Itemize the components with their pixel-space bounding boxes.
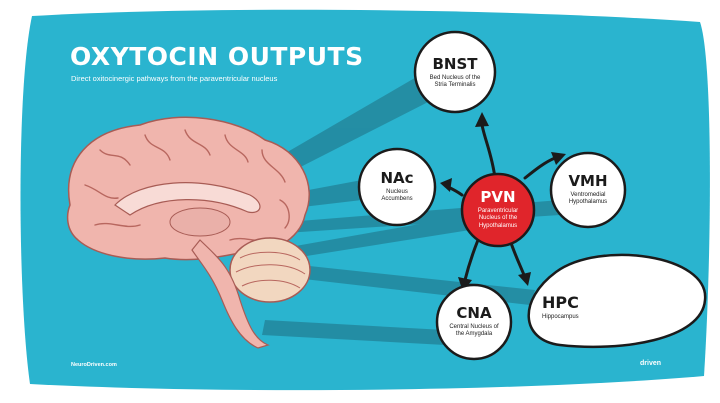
node-cna-circle bbox=[435, 283, 513, 361]
node-shapes bbox=[357, 30, 707, 361]
node-nac-circle bbox=[357, 147, 437, 227]
arrow-to-cna bbox=[463, 238, 480, 282]
arrowhead-bnst bbox=[475, 112, 489, 127]
arrows bbox=[444, 123, 557, 282]
page-title: OXYTOCIN OUTPUTS bbox=[70, 42, 364, 71]
node-pvn: PVN Paraventricular Nucleus of the Hypot… bbox=[464, 176, 532, 244]
page-subtitle: Direct oxitocinergic pathways from the p… bbox=[71, 74, 278, 83]
node-vmh-circle bbox=[549, 151, 627, 229]
thalamus bbox=[169, 207, 231, 237]
arrowhead-vmh bbox=[551, 152, 566, 165]
arrow-to-vmh bbox=[523, 156, 557, 180]
node-hpc-shape bbox=[527, 253, 707, 349]
node-hpc-full: Hippocampus bbox=[542, 313, 579, 320]
node-pvn-full: Paraventricular Nucleus of the Hypothala… bbox=[477, 207, 519, 229]
node-bnst-abbr: BNST bbox=[432, 54, 478, 73]
arrowheads bbox=[440, 112, 566, 292]
arrowhead-cna bbox=[458, 277, 472, 292]
arrow-to-bnst bbox=[480, 123, 497, 180]
cerebellum-folds bbox=[235, 251, 306, 289]
node-nac: NAc Nucleus Accumbens bbox=[362, 152, 432, 222]
corpus-callosum bbox=[114, 182, 261, 216]
node-vmh-abbr: VMH bbox=[568, 171, 608, 190]
node-pvn-abbr: PVN bbox=[480, 187, 516, 206]
node-bnst-circle bbox=[413, 30, 497, 114]
node-vmh: VMH Ventromedial Hypothalamus bbox=[553, 155, 623, 225]
node-bnst-full: Bed Nucleus of the Stria Terminalis bbox=[429, 74, 481, 89]
node-cna-abbr: CNA bbox=[456, 303, 492, 322]
node-nac-abbr: NAc bbox=[380, 168, 414, 187]
arrow-to-hpc bbox=[508, 238, 526, 277]
node-pvn-circle bbox=[460, 172, 536, 248]
node-bnst: BNST Bed Nucleus of the Stria Terminalis bbox=[418, 36, 492, 110]
footer-logo: driven bbox=[640, 360, 662, 367]
arrowhead-nac bbox=[440, 178, 452, 192]
node-vmh-full: Ventromedial Hypothalamus bbox=[568, 191, 608, 206]
brainstem bbox=[191, 239, 270, 349]
node-nac-full: Nucleus Accumbens bbox=[381, 188, 413, 203]
brain-folds bbox=[84, 129, 290, 242]
node-cna-full: Central Nucleus of the Amygdala bbox=[449, 323, 499, 338]
node-hpc-abbr: HPC bbox=[542, 292, 579, 312]
footer-source: NeuroDriven.com bbox=[71, 362, 117, 368]
beam-cna bbox=[262, 320, 445, 345]
node-cna: CNA Central Nucleus of the Amygdala bbox=[439, 287, 509, 357]
arrowhead-hpc bbox=[518, 272, 531, 286]
beam-bnst bbox=[265, 72, 432, 180]
node-hpc: HPC Hippocampus bbox=[530, 278, 630, 338]
brain-illustration bbox=[66, 116, 311, 349]
